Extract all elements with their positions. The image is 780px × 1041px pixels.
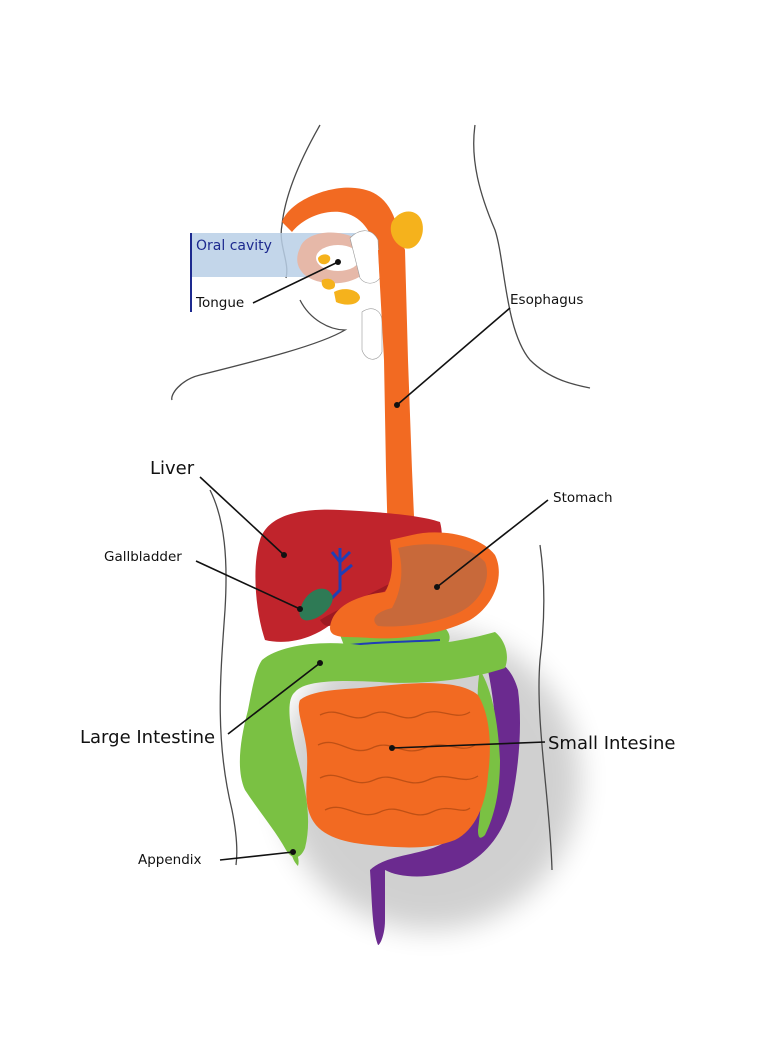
label-oral-cavity: Oral cavity — [196, 238, 272, 254]
label-tongue: Tongue — [195, 295, 244, 311]
label-appendix: Appendix — [138, 852, 202, 868]
label-esophagus: Esophagus — [510, 292, 583, 308]
leader-stomach — [436, 499, 549, 588]
leader-tongue — [252, 261, 339, 304]
small-intestine-shape — [298, 683, 490, 848]
body-outline — [171, 124, 591, 871]
leader-esophagus — [396, 307, 511, 406]
large-intestine-shape — [239, 632, 507, 858]
tongue-white — [316, 245, 360, 271]
label-large-intestine: Large Intestine — [80, 727, 215, 748]
gallbladder-shape — [299, 588, 333, 621]
stomach-inner — [374, 544, 488, 627]
leader-lines — [195, 261, 549, 861]
leader-liver — [199, 476, 285, 556]
descending-colon — [370, 655, 520, 945]
parotid-gland — [390, 211, 423, 249]
leader-appendix — [219, 851, 294, 861]
esophagus-tube — [378, 250, 415, 545]
pancreatic-duct — [349, 639, 441, 646]
label-liver: Liver — [150, 458, 195, 479]
label-gallbladder: Gallbladder — [104, 549, 182, 565]
label-stomach: Stomach — [553, 490, 613, 506]
submaxillary-gland — [334, 289, 360, 305]
sublingual-gland — [318, 254, 331, 265]
bile-duct — [328, 548, 353, 602]
leader-gallbladder — [195, 560, 301, 610]
submandibular-gland — [321, 278, 336, 290]
leader-dots — [281, 259, 440, 855]
leader-small-intestine — [391, 741, 546, 749]
leader-large-intestine — [227, 662, 321, 735]
label-small-intestine: Small Intesine — [548, 733, 675, 754]
larynx-white — [361, 308, 383, 360]
